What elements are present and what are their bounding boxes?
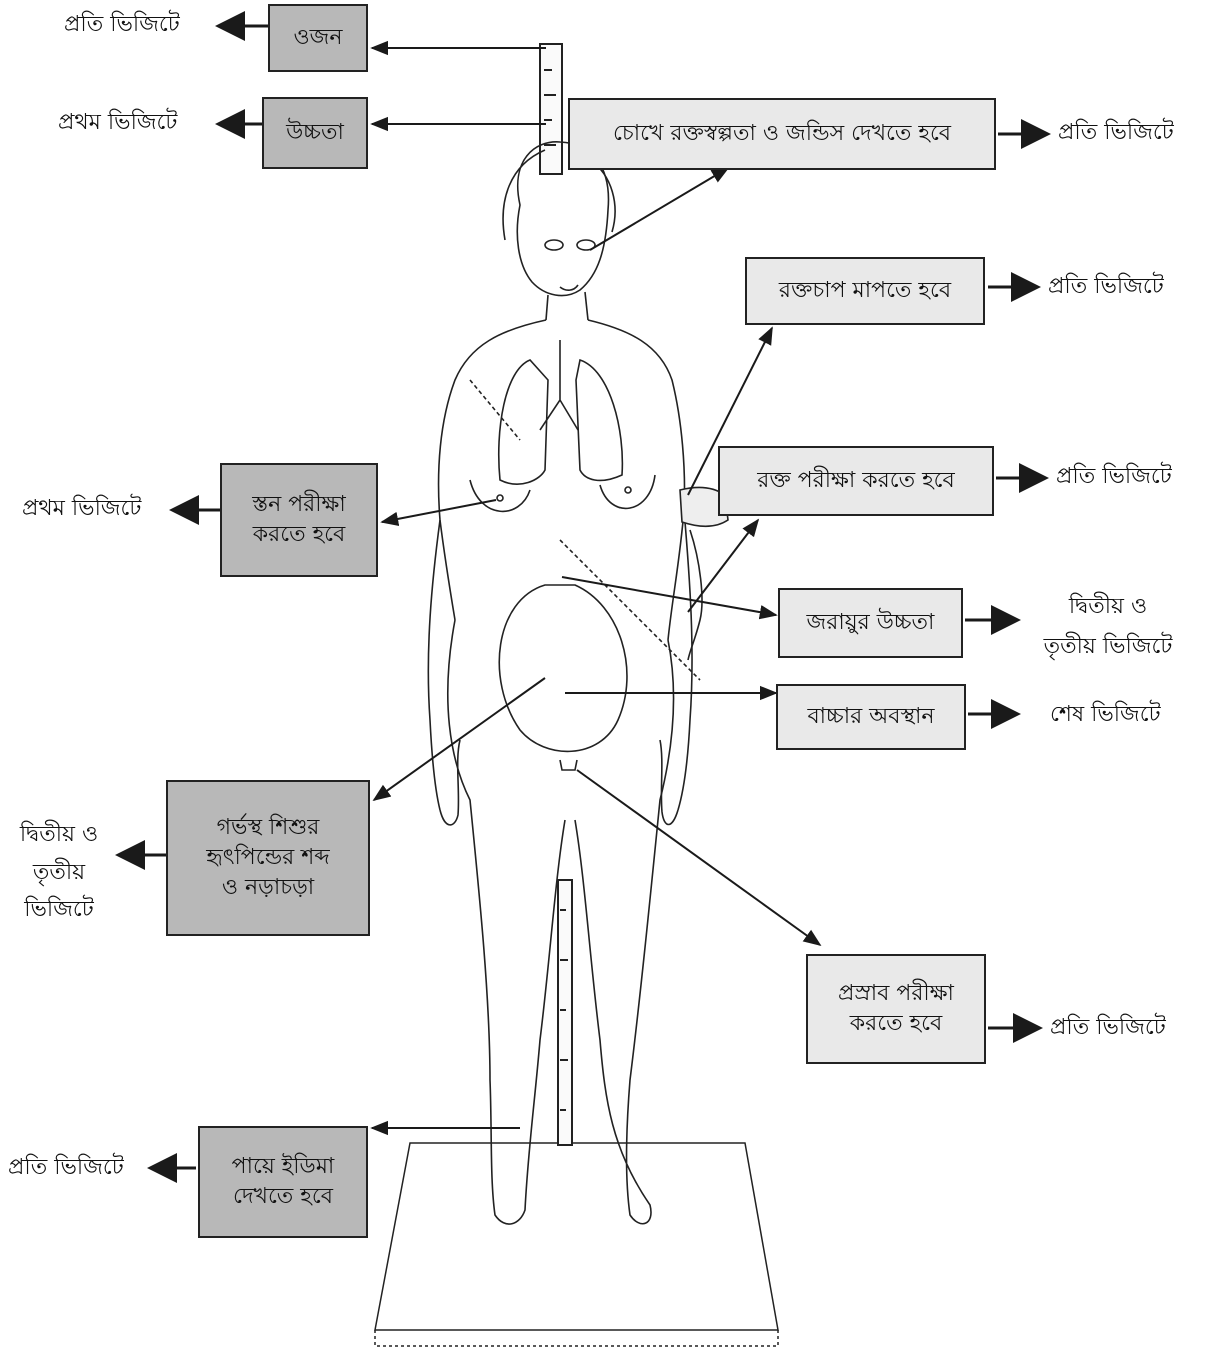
fetal-line2: হৃৎপিন্ডের শব্দ xyxy=(206,843,329,873)
height-frequency: প্রথম ভিজিটে xyxy=(58,108,177,138)
eyes-label: চোখে রক্তস্বল্পতা ও জন্ডিস দেখতে হবে xyxy=(613,119,951,149)
fetal-line3: ও নড়াচড়া xyxy=(222,873,314,903)
height-label: উচ্চতা xyxy=(286,118,344,148)
urine-test-frequency: প্রতি ভিজিটে xyxy=(1050,1013,1166,1043)
edema-line1: পায়ে ইডিমা xyxy=(232,1152,335,1182)
edema-box: পায়ে ইডিমা দেখতে হবে xyxy=(198,1126,368,1238)
blood-test-label: রক্ত পরীক্ষা করতে হবে xyxy=(757,466,954,496)
breast-exam-line1: স্তন পরীক্ষা xyxy=(252,490,345,520)
blood-test-frequency: প্রতি ভিজিটে xyxy=(1056,462,1172,492)
baby-position-box: বাচ্চার অবস্থান xyxy=(776,684,966,750)
scale-platform xyxy=(375,1143,778,1346)
uterus-frequency-line1: দ্বিতীয় ও xyxy=(1028,592,1188,622)
uterus-height-box: জরায়ুর উচ্চতা xyxy=(778,588,963,658)
fetal-frequency-line3: ভিজিটে xyxy=(4,895,114,925)
urine-line1: প্রস্রাব পরীক্ষা xyxy=(838,979,954,1009)
blood-pressure-box: রক্তচাপ মাপতে হবে xyxy=(745,257,985,325)
height-box: উচ্চতা xyxy=(262,97,368,169)
baby-position-frequency: শেষ ভিজিটে xyxy=(1050,700,1161,730)
fetal-frequency-line2: তৃতীয় xyxy=(4,858,114,888)
eyes-frequency: প্রতি ভিজিটে xyxy=(1058,118,1174,148)
eyes-box: চোখে রক্তস্বল্পতা ও জন্ডিস দেখতে হবে xyxy=(568,98,996,170)
baby-position-label: বাচ্চার অবস্থান xyxy=(807,702,934,732)
blood-pressure-frequency: প্রতি ভিজিটে xyxy=(1048,272,1164,302)
fetal-heartbeat-box: গর্ভস্থ শিশুর হৃৎপিন্ডের শব্দ ও নড়াচড়া xyxy=(166,780,370,936)
blood-test-box: রক্ত পরীক্ষা করতে হবে xyxy=(718,446,994,516)
connector-arrows xyxy=(372,48,820,1128)
weight-label: ওজন xyxy=(293,23,342,53)
edema-line2: দেখতে হবে xyxy=(233,1182,333,1212)
fetal-frequency-line1: দ্বিতীয় ও xyxy=(4,820,114,850)
weight-frequency: প্রতি ভিজিটে xyxy=(64,10,180,40)
fetal-heartbeat-frequency: দ্বিতীয় ও তৃতীয় ভিজিটে xyxy=(4,820,114,925)
height-rod xyxy=(540,44,572,1145)
breast-exam-box: স্তন পরীক্ষা করতে হবে xyxy=(220,463,378,577)
breast-exam-line2: করতে হবে xyxy=(253,520,345,550)
edema-frequency: প্রতি ভিজিটে xyxy=(8,1153,124,1183)
woman-figure xyxy=(428,142,728,1224)
urine-test-box: প্রস্রাব পরীক্ষা করতে হবে xyxy=(806,954,986,1064)
uterus-height-label: জরায়ুর উচ্চতা xyxy=(807,608,935,638)
uterus-frequency-line2: তৃতীয় ভিজিটে xyxy=(1028,632,1188,662)
urine-line2: করতে হবে xyxy=(850,1009,942,1039)
fetal-line1: গর্ভস্থ শিশুর xyxy=(217,813,320,843)
weight-box: ওজন xyxy=(268,4,368,72)
blood-pressure-label: রক্তচাপ মাপতে হবে xyxy=(779,276,951,306)
uterus-height-frequency: দ্বিতীয় ও তৃতীয় ভিজিটে xyxy=(1028,592,1188,661)
breast-exam-frequency: প্রথম ভিজিটে xyxy=(22,494,141,524)
